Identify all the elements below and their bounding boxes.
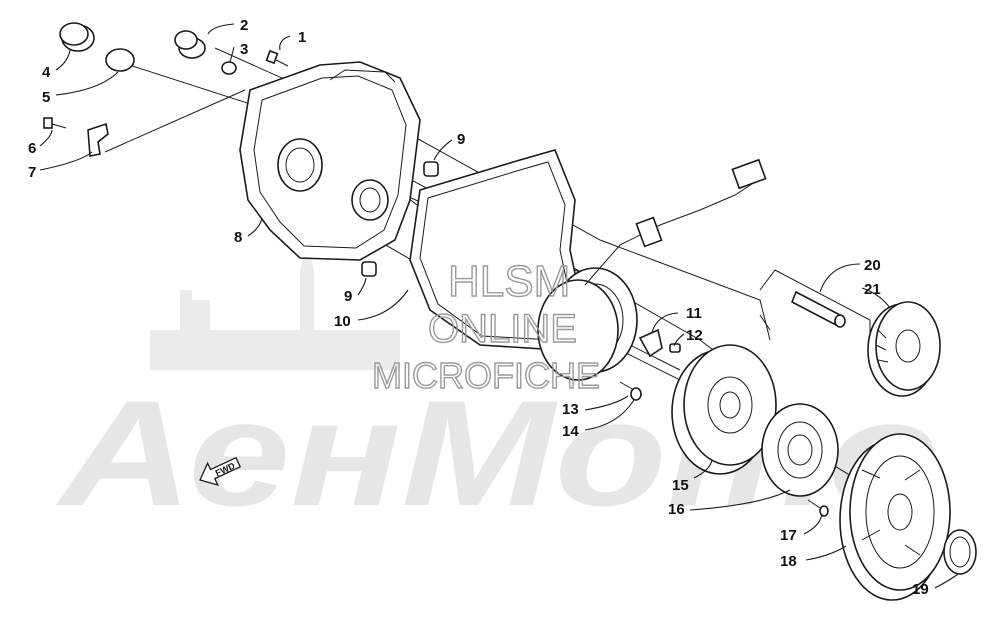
callout-14: 14: [562, 423, 579, 440]
callout-3: 3: [240, 41, 248, 58]
callout-21: 21: [864, 281, 881, 298]
part-clamp-11: [638, 328, 663, 358]
callout-4: 4: [42, 64, 51, 81]
watermark-line1: HLSM: [448, 257, 570, 306]
part-cover-housing: [239, 61, 421, 261]
callout-5: 5: [42, 89, 50, 106]
part-flywheel-rotor: [671, 344, 777, 475]
callout-6: 6: [28, 140, 36, 157]
callout-17: 17: [780, 527, 797, 544]
callout-9-upper: 9: [457, 131, 465, 148]
part-plug-cap: [59, 22, 95, 52]
part-bolt-6: [43, 117, 67, 129]
part-starter-clutch: [761, 403, 839, 497]
part-bolt-12: [669, 343, 681, 353]
callout-10: 10: [334, 313, 351, 330]
part-bracket-7: [87, 122, 109, 157]
part-dowel-pin-upper: [423, 161, 439, 177]
callout-16: 16: [668, 501, 685, 518]
callout-12: 12: [686, 327, 703, 344]
callout-9-lower: 9: [344, 288, 352, 305]
part-shaft-20: [790, 290, 846, 328]
callout-13: 13: [562, 401, 579, 418]
callout-11: 11: [686, 305, 702, 322]
callout-8: 8: [234, 229, 242, 246]
watermark-line2: ONLINE: [428, 307, 577, 351]
callout-15: 15: [672, 477, 689, 494]
callout-20: 20: [864, 257, 881, 274]
part-bolt-13: [619, 381, 642, 401]
hlsm-watermark: HLSM ONLINE MICROFICHE: [371, 256, 600, 396]
part-bolt-1: [265, 49, 289, 67]
part-o-ring-3: [221, 61, 237, 75]
part-o-ring-5: [105, 48, 135, 72]
castle-silhouette: [150, 240, 400, 370]
part-bolt-17: [807, 499, 829, 517]
callout-numbers: 1 2 3 4 5 6 7 8 9 9 10 11 12 13 14 15 16…: [28, 17, 929, 598]
callout-19: 19: [912, 581, 929, 598]
part-wiring-harness: [584, 158, 767, 286]
part-idler-gear-21: [867, 301, 941, 397]
part-plug-2: [174, 30, 206, 59]
callout-1: 1: [298, 29, 306, 46]
callout-2: 2: [240, 17, 248, 34]
callout-18: 18: [780, 553, 797, 570]
callout-leaders: [39, 23, 959, 589]
watermark-line3: MICROFICHE: [372, 355, 600, 396]
part-stator: [537, 267, 638, 381]
part-dowel-pin-lower: [361, 261, 377, 277]
part-washer-19: [943, 529, 977, 575]
callout-7: 7: [28, 164, 36, 181]
part-starter-gear: [839, 433, 951, 601]
